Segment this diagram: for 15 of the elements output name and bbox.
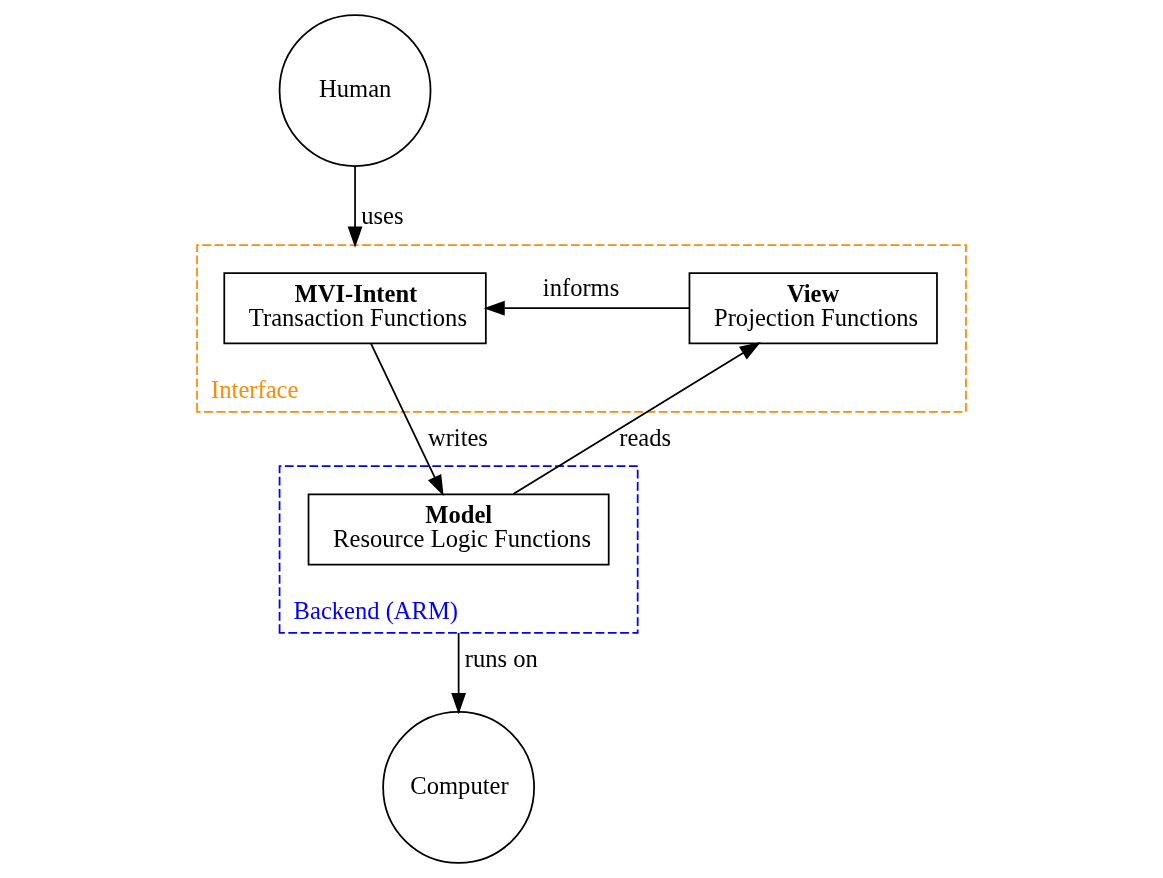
edge-label: runs on: [464, 644, 538, 672]
edge-label: reads: [619, 423, 672, 451]
edge-label: informs: [542, 274, 620, 302]
arrow: [512, 342, 761, 495]
node-box: MVI-Intent Transaction Functions: [223, 272, 487, 345]
node-circle: Computer: [382, 711, 535, 864]
edge-label: writes: [427, 423, 488, 451]
node-box: Model Resource Logic Functions: [307, 493, 610, 566]
node-box: View Projection Functions: [688, 272, 938, 345]
arrow: [451, 632, 466, 715]
arrow: [370, 342, 444, 497]
arrow: [347, 165, 363, 248]
arrow: [483, 300, 690, 316]
edge-label: uses: [361, 202, 404, 230]
node-circle: Human: [278, 14, 432, 167]
